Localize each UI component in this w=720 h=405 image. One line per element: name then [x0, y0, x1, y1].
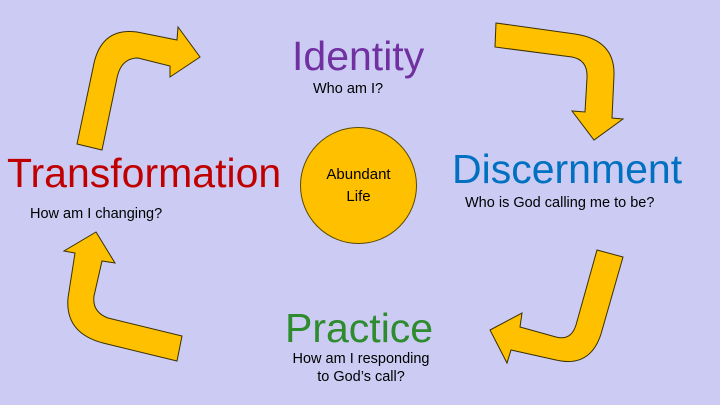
arrow-practice-to-transformation — [62, 231, 183, 362]
identity-title: Identity — [292, 33, 425, 79]
arrow-identity-to-discernment — [494, 22, 625, 141]
center-line1: Abundant — [326, 165, 391, 183]
arrow-transformation-to-identity — [76, 25, 201, 151]
center-line2: Life — [346, 187, 371, 205]
practice-question: How am I responding to God’s call? — [279, 350, 443, 386]
practice-title: Practice — [285, 305, 434, 351]
practice-question-line1: How am I responding — [292, 351, 430, 367]
identity-question: Who am I? — [313, 81, 384, 97]
transformation-title: Transformation — [7, 150, 282, 196]
transformation-question: How am I changing? — [30, 206, 163, 222]
discernment-question: Who is God calling me to be? — [465, 195, 655, 211]
discernment-title: Discernment — [452, 146, 683, 192]
abundant-life-circle: Abundant Life — [300, 127, 417, 244]
arrow-discernment-to-practice — [489, 249, 624, 365]
practice-question-line2: to God’s call? — [317, 369, 405, 385]
